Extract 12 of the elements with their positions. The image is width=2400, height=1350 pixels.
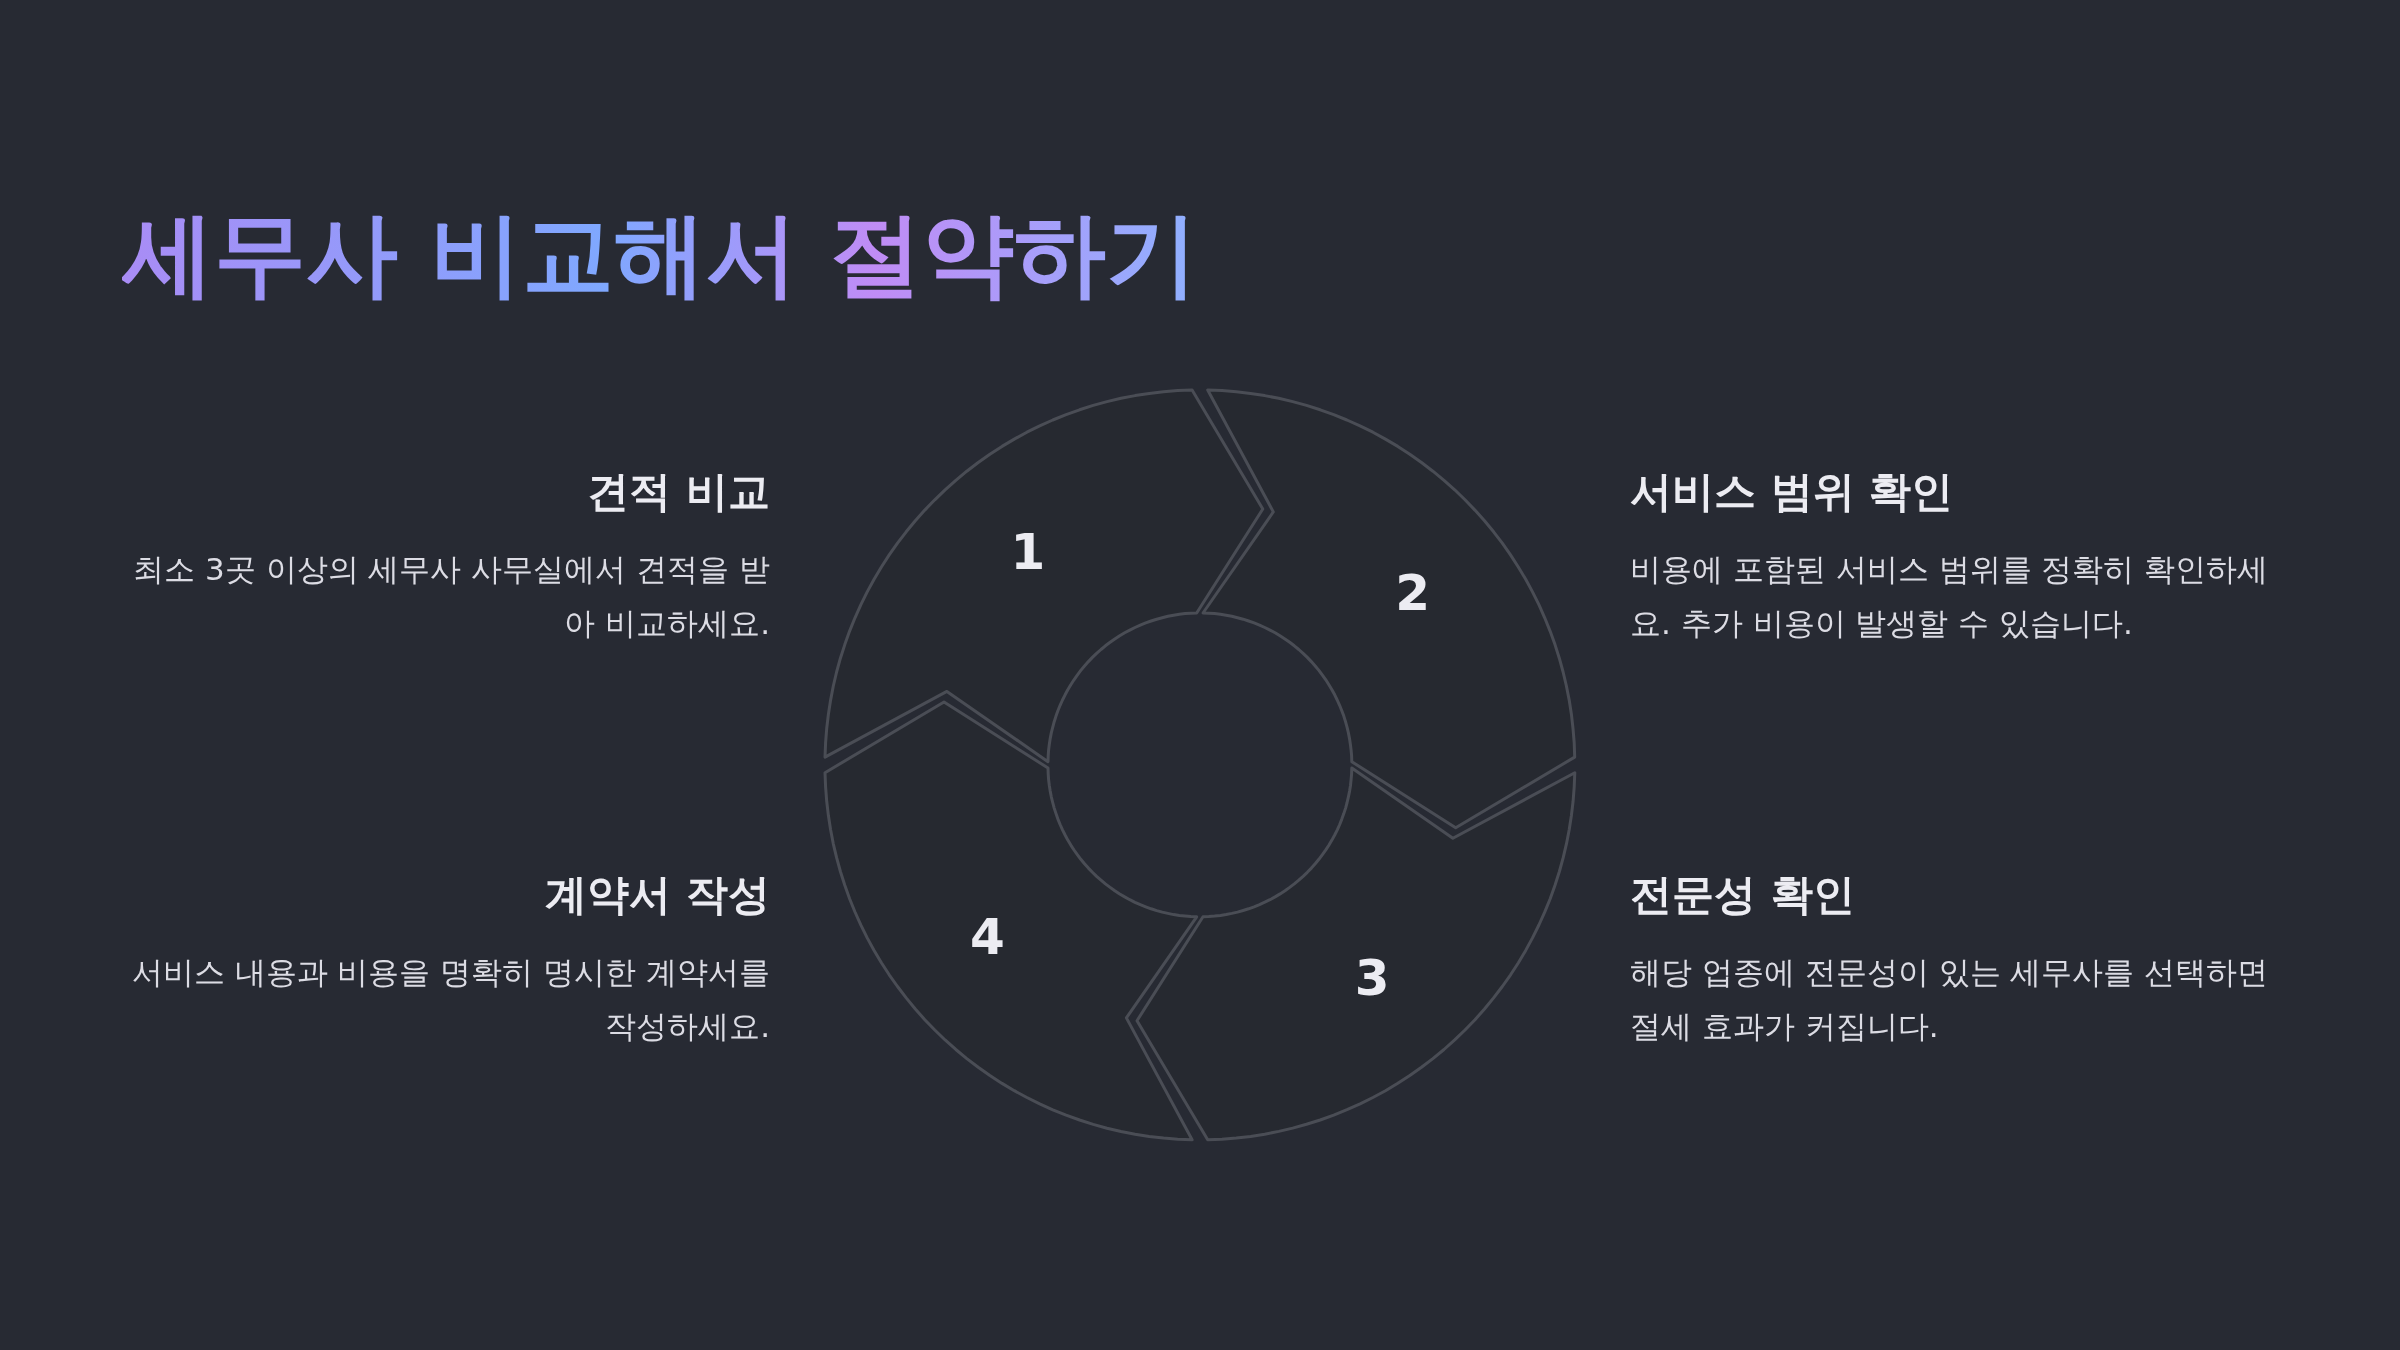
step-heading: 계약서 작성 bbox=[544, 869, 770, 921]
step-description: 해당 업종에 전문성이 있는 세무사를 선택하면 절세 효과가 커집니다. bbox=[1630, 952, 2270, 1046]
step-description: 비용에 포함된 서비스 범위를 정확히 확인하세요. 추가 비용이 발생할 수 있습니다. bbox=[1630, 549, 2270, 643]
step-number: 2 bbox=[1395, 567, 1430, 618]
step-number: 1 bbox=[1010, 527, 1046, 578]
step-description: 최소 3곳 이상의 세무사 사무실에서 견적을 받아 비교하세요. bbox=[132, 549, 770, 643]
step-number: 4 bbox=[970, 912, 1005, 963]
step-number: 3 bbox=[1354, 952, 1390, 1003]
step-description: 서비스 내용과 비용을 명확히 명시한 계약서를 작성하세요. bbox=[130, 952, 770, 1046]
step-heading: 전문성 확인 bbox=[1630, 869, 1856, 921]
step-heading: 서비스 범위 확인 bbox=[1630, 466, 1955, 518]
step-heading: 견적 비교 bbox=[586, 466, 770, 518]
